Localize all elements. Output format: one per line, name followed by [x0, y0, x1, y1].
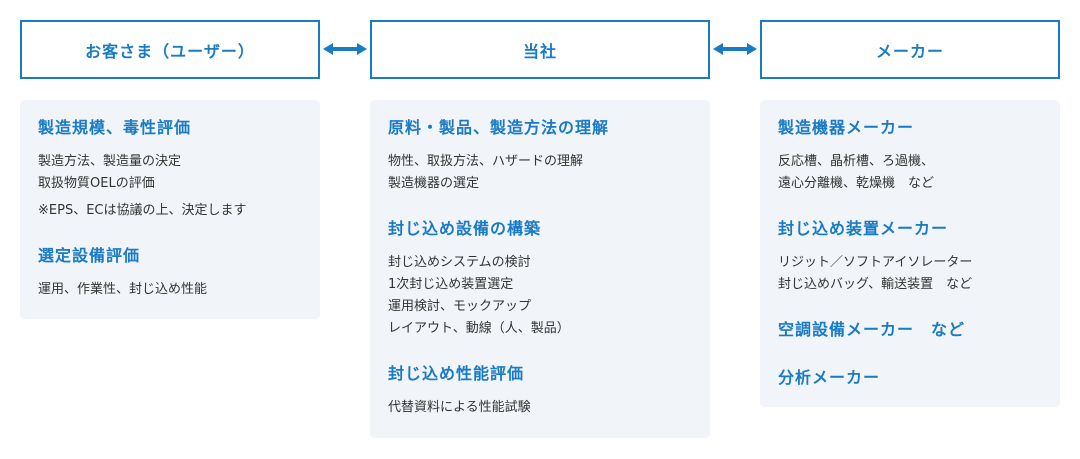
header-company: 当社 [370, 20, 710, 79]
section-heading: 選定設備評価 [38, 246, 141, 265]
section: 封じ込め設備の構築 封じ込めシステムの検討 1次封じ込め装置選定 運用検討、モッ… [388, 217, 692, 340]
section: 製造規模、毒性評価 製造方法、製造量の決定 取扱物質OELの評価 ※EPS、EC… [38, 116, 302, 222]
section: 選定設備評価 運用、作業性、封じ込め性能 [38, 244, 302, 301]
section-heading: 封じ込め設備の構築 [388, 219, 542, 238]
maker-panel: 製造機器メーカー 反応槽、晶析槽、ろ過機、 遠心分離機、乾燥機 など 封じ込め装… [760, 100, 1060, 407]
section-heading: 製造機器メーカー [778, 118, 915, 137]
section: 分析メーカー [778, 366, 1042, 390]
section-line: 製造方法、製造量の決定 [38, 154, 182, 169]
section-line: 1次封じ込め装置選定 [388, 277, 514, 292]
section-line: 運用、作業性、封じ込め性能 [38, 282, 208, 297]
section-line: 物性、取扱方法、ハザードの理解 [388, 154, 584, 169]
section-line: 封じ込めバッグ、輸送装置 など [778, 277, 973, 292]
section: 原料・製品、製造方法の理解 物性、取扱方法、ハザードの理解 製造機器の選定 [388, 116, 692, 195]
section-line: レイアウト、動線（人、製品） [388, 321, 570, 336]
section-heading: 封じ込め装置メーカー [778, 219, 949, 238]
section-line: 遠心分離機、乾燥機 など [778, 176, 935, 191]
header-maker: メーカー [760, 20, 1060, 79]
section: 空調設備メーカー など [778, 318, 1042, 342]
section-heading: 製造規模、毒性評価 [38, 118, 192, 137]
section-heading: 分析メーカー [778, 368, 881, 387]
section-line: 取扱物質OELの評価 [38, 176, 155, 191]
section-line: 反応槽、晶析槽、ろ過機、 [778, 154, 935, 169]
section-heading: 空調設備メーカー など [778, 320, 966, 339]
double-arrow-icon [323, 43, 367, 55]
section-heading: 原料・製品、製造方法の理解 [388, 118, 610, 137]
section-line: 封じ込めシステムの検討 [388, 255, 531, 270]
section-line: 運用検討、モックアップ [388, 299, 532, 314]
section-line: リジット／ソフトアイソレーター [778, 255, 973, 270]
section-line: 代替資料による性能試験 [388, 400, 531, 415]
section-note: ※EPS、ECは協議の上、決定します [38, 203, 247, 218]
company-panel: 原料・製品、製造方法の理解 物性、取扱方法、ハザードの理解 製造機器の選定 封じ… [370, 100, 710, 438]
header-customer: お客さま（ユーザー） [20, 20, 320, 79]
section: 製造機器メーカー 反応槽、晶析槽、ろ過機、 遠心分離機、乾燥機 など [778, 116, 1042, 195]
double-arrow-icon [713, 43, 757, 55]
section: 封じ込め装置メーカー リジット／ソフトアイソレーター 封じ込めバッグ、輸送装置 … [778, 217, 1042, 296]
section-line: 製造機器の選定 [388, 176, 480, 191]
section: 封じ込め性能評価 代替資料による性能試験 [388, 362, 692, 419]
customer-panel: 製造規模、毒性評価 製造方法、製造量の決定 取扱物質OELの評価 ※EPS、EC… [20, 100, 320, 319]
section-heading: 封じ込め性能評価 [388, 364, 525, 383]
